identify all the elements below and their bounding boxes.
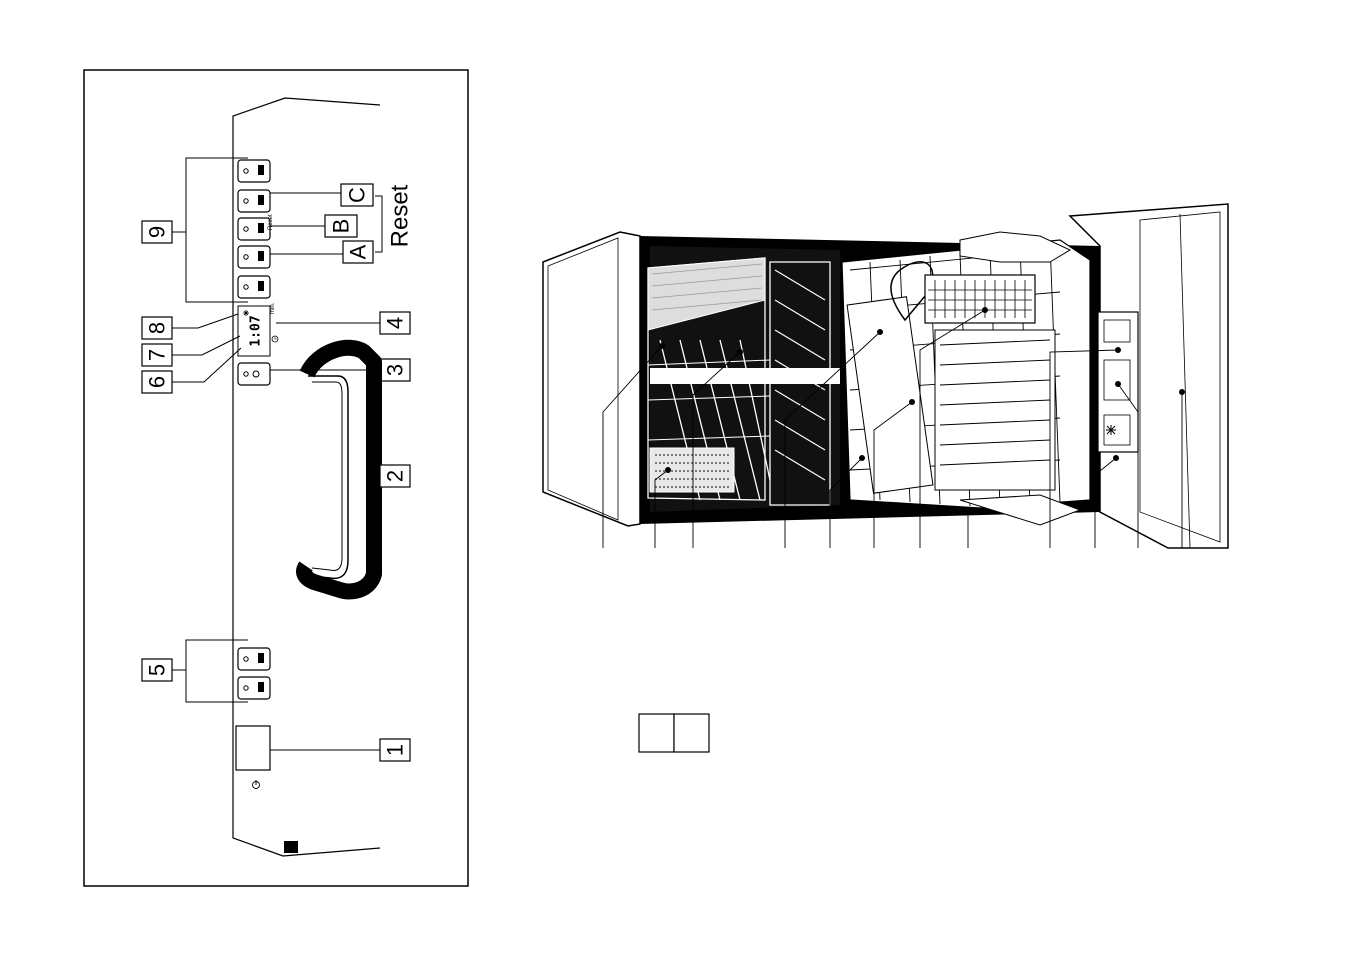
callout-8: 8: [145, 322, 170, 334]
power-icon: [253, 780, 260, 789]
start-button[interactable]: [238, 363, 270, 385]
letter-a: A: [346, 244, 371, 259]
panel-button-5[interactable]: [238, 276, 270, 298]
callout-4: 4: [383, 317, 408, 329]
door-handle[interactable]: [304, 348, 374, 592]
page-box-right: [674, 714, 709, 752]
letter-b: B: [329, 219, 354, 234]
reset-label: Reset: [387, 184, 414, 247]
callout-6: 6: [145, 376, 170, 388]
display-unit: min.: [270, 302, 276, 314]
control-panel-figure: Reset 9 C B A Reset 1:07 min.: [84, 70, 468, 886]
button-microtext: Reset: [268, 214, 274, 230]
callout-5: 5: [145, 664, 170, 676]
dishwasher-interior-figure: [543, 204, 1228, 548]
door-foot: [284, 841, 298, 853]
lower-basket: [842, 232, 1090, 525]
letter-c: C: [345, 187, 370, 203]
lower-button-1[interactable]: [238, 648, 270, 670]
display-readout: 1:07: [249, 315, 264, 346]
callout-2: 2: [383, 470, 408, 482]
bracket-9: [172, 158, 248, 302]
callout-7: 7: [145, 349, 170, 361]
leader-7: [172, 336, 240, 355]
callout-9: 9: [145, 226, 170, 238]
bracket-5: [172, 640, 248, 702]
main-switch[interactable]: [236, 726, 270, 770]
left-door-panel: [543, 232, 640, 526]
time-display: 1:07 min.: [238, 302, 278, 356]
panel-button-2[interactable]: [238, 190, 270, 212]
programme-buttons: Reset: [238, 160, 274, 298]
panel-button-3[interactable]: [238, 218, 270, 240]
clock-icon: [272, 336, 278, 342]
lower-button-2[interactable]: [238, 677, 270, 699]
rinse-aid-icon: [1106, 425, 1116, 435]
callout-1: 1: [383, 744, 408, 756]
page-number-boxes: [639, 714, 709, 752]
panel-button-1[interactable]: [238, 160, 270, 182]
leader-8: [172, 314, 238, 328]
callout-3: 3: [383, 364, 408, 376]
page-box-left: [639, 714, 674, 752]
panel-button-4[interactable]: [238, 246, 270, 268]
